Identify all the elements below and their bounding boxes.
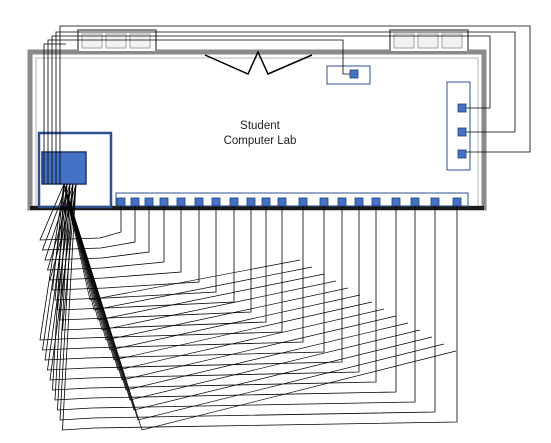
cabinet-panel: [81, 33, 103, 49]
right-port-panel: [446, 81, 471, 171]
bottom-port-icon-17: [391, 197, 401, 207]
bottom-port-icon-15: [354, 197, 364, 207]
cabinet-panel: [417, 33, 439, 49]
bottom-port-icon-7: [211, 197, 221, 207]
cable-top-2: [51, 35, 491, 184]
cabinet-panel: [105, 33, 127, 49]
cable-fan-4: [63, 183, 337, 331]
room-label-line2: Computer Lab: [223, 135, 297, 147]
cable-bottom-18: [57, 183, 416, 411]
cable-fan-7: [63, 183, 373, 361]
bottom-port-icon-4: [159, 197, 169, 207]
bottom-port-icon-14: [337, 197, 347, 207]
cable-bottom-14: [47, 183, 343, 371]
cable-bottom-3: [44, 183, 150, 261]
bottom-port-icon-1: [116, 197, 126, 207]
bottom-port-icon-8: [229, 197, 239, 207]
right-port-icon-1: [457, 103, 467, 113]
wall-notch: [204, 50, 313, 75]
bottom-port-icon-3: [144, 197, 154, 207]
projector-box: [326, 65, 371, 85]
cable-bottom-19: [59, 183, 436, 421]
cable-top-5: [43, 43, 66, 184]
bottom-port-icon-2: [130, 197, 140, 207]
bottom-port-icon-19: [430, 197, 440, 207]
cable-fan-14: [63, 183, 457, 431]
cable-top-1: [47, 39, 350, 184]
bottom-port-icon-10: [261, 197, 271, 207]
room-label: Student Computer Lab: [200, 119, 320, 149]
bottom-port-icon-9: [246, 197, 256, 207]
bottom-port-icon-16: [371, 197, 381, 207]
bottom-port-icon-11: [277, 197, 287, 207]
bottom-port-icon-18: [410, 197, 420, 207]
cabinet-panel: [129, 33, 151, 49]
bottom-port-icon-5: [176, 197, 186, 207]
cable-fan-3: [63, 183, 325, 321]
cable-top-4: [59, 25, 531, 184]
cable-bottom-5: [49, 183, 182, 281]
right-port-icon-2: [457, 127, 467, 137]
right-port-icon-3: [457, 149, 467, 159]
cable-fan-6: [63, 183, 361, 351]
cable-bottom-17: [54, 183, 397, 401]
cable-bottom-2: [41, 183, 136, 251]
cabinet-panel: [393, 33, 415, 49]
cabinet-panel: [441, 33, 463, 49]
cable-bottom-4: [46, 183, 165, 271]
bottom-port-strip: [115, 192, 469, 207]
cable-bottom-16: [52, 183, 377, 391]
cable-bottom-11: [39, 183, 283, 341]
bottom-port-icon-12: [298, 197, 308, 207]
bottom-port-icon-6: [194, 197, 204, 207]
cable-top-3: [55, 31, 516, 184]
cable-bottom-9: [59, 183, 252, 321]
cable-bottom-15: [49, 183, 360, 381]
cable-bottom-1: [39, 183, 122, 241]
bottom-port-icon-13: [319, 197, 329, 207]
cable-bottom-12: [42, 183, 304, 351]
cable-fan-1: [63, 183, 301, 301]
projector-port-icon: [349, 69, 359, 79]
bottom-port-icon-20: [452, 197, 462, 207]
cable-fan-5: [63, 183, 349, 341]
cable-bottom-20: [62, 183, 458, 431]
server-rack-icon: [41, 151, 87, 185]
cable-bottom-13: [44, 183, 325, 361]
room-label-line1: Student: [240, 120, 280, 132]
cable-fan-2: [63, 183, 313, 311]
